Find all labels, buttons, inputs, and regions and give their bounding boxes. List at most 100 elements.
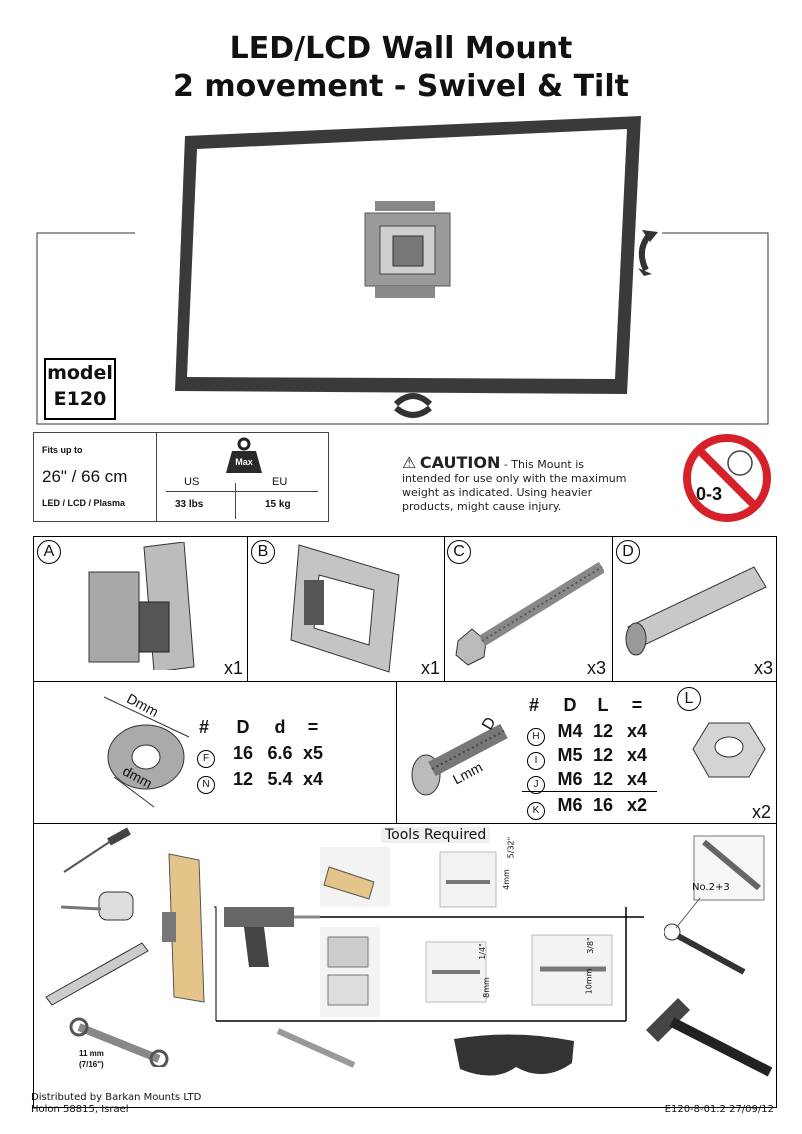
tilt-arrow-icon [638, 230, 658, 276]
title-line-1: LED/LCD Wall Mount [229, 31, 573, 66]
washer-hdr-d-inner: d [274, 717, 286, 737]
drill-bit-guide [214, 847, 644, 1022]
screw-hdr-qty: = [631, 695, 643, 715]
screw-table-rule [522, 791, 657, 792]
screwdriver-icon [664, 835, 765, 975]
nut-qty: x2 [752, 802, 772, 822]
spec-rule [166, 491, 318, 492]
safety-goggles-icon [454, 1034, 574, 1076]
part-qty-c: x3 [587, 658, 607, 678]
drill-wood-mm: 4mm [501, 869, 511, 890]
screw-hdr-d: D [563, 695, 577, 715]
drill-icon [224, 907, 320, 967]
title-line-2: 2 movement - Swivel & Tilt [173, 69, 629, 104]
washer-table: # D d = F 16 6.6 x5 N 12 5.4 x4 [192, 717, 332, 797]
part-qty-d: x3 [754, 658, 774, 678]
screen-types: LED / LCD / Plasma [42, 498, 126, 508]
washer-row-f-d-outer: 16 [232, 743, 254, 763]
swivel-arrow-icon [393, 393, 433, 418]
eu-label: EU [272, 476, 288, 488]
wrench-icon [69, 1017, 169, 1067]
washer-row-n-id: N [196, 771, 216, 794]
screw-row-j-d: M6 [557, 769, 583, 789]
washer-hdr-num: # [198, 717, 209, 737]
distributor-line-1: Distributed by Barkan Mounts LTD [31, 1092, 202, 1103]
mount-plate-illustration [364, 201, 451, 298]
part-letter-l: L [677, 687, 701, 711]
screw-row-k-qty: x2 [626, 795, 648, 815]
caution-text-4: products, might cause injury. [402, 500, 562, 513]
col-divider-hw [396, 681, 397, 823]
screw-row-k-id: K [526, 797, 546, 820]
screw-row-h-d: M4 [557, 721, 583, 741]
row-divider-2 [34, 823, 776, 824]
caution-text-1: - This Mount is [503, 458, 585, 471]
screw-row-h-qty: x4 [626, 721, 648, 741]
weight-max-label: Max [235, 457, 253, 467]
caution-text-3: weight as indicated. Using heavier [402, 486, 593, 499]
tv-illustration [175, 116, 641, 394]
part-letter-c: C [447, 540, 471, 564]
distributor-line-2: Holon 58815, Israel [31, 1104, 129, 1115]
parts-panel: A x1 B x1 C x3 D x3 Dmm dmm # D d = F [33, 536, 777, 1108]
model-label: model [47, 362, 113, 384]
screen-size: 26" / 66 cm [42, 467, 128, 486]
wrench-size-2: (7/16") [79, 1060, 104, 1069]
col-divider-b [444, 537, 445, 681]
washer-illustration [103, 696, 190, 808]
screw-row-i-l: 12 [592, 745, 614, 765]
wall-bracket-illustration [88, 542, 195, 670]
tv-plate-illustration [290, 544, 400, 673]
washer-row-n-d-outer: 12 [232, 769, 254, 789]
fits-up-to-label: Fits up to [42, 445, 83, 455]
drill-concrete-mm: 10mm [584, 968, 594, 995]
washer-row-f-id: F [196, 745, 216, 768]
lag-screw-illustration [455, 561, 604, 666]
warning-triangle-icon: ⚠ [402, 453, 417, 472]
weight-icon [226, 437, 262, 473]
washer-row-n-qty: x4 [302, 769, 324, 789]
screw-table: # D L = H M4 12 x4 I M5 12 x4 J M6 12 x4… [522, 695, 657, 820]
screw-row-k-l: 16 [592, 795, 614, 815]
us-label: US [184, 476, 200, 488]
washer-row-f-d-inner: 6.6 [267, 743, 293, 763]
drill-brick-size: 1/4" [477, 943, 487, 960]
washer-row-n-d-inner: 5.4 [267, 769, 293, 789]
spec-box: Fits up to 26" / 66 cm LED / LCD / Plasm… [33, 432, 329, 522]
spec-divider [156, 433, 157, 521]
part-letter-a: A [37, 540, 61, 564]
screw-row-j-qty: x4 [626, 769, 648, 789]
washer-row-f-qty: x5 [302, 743, 324, 763]
wood-stud-icon [162, 853, 205, 1003]
row-divider-1 [34, 681, 776, 682]
screwdriver-size: No.2+3 [692, 882, 730, 893]
screw-hdr-l: L [597, 695, 609, 715]
screw-row-k-d: M6 [557, 795, 583, 815]
drill-brick-mm: 8mm [481, 977, 491, 998]
col-divider-a [247, 537, 248, 681]
awl-icon [63, 827, 131, 873]
wall-anchor-illustration [625, 566, 767, 656]
tape-measure-icon [60, 891, 134, 921]
pencil-icon [276, 1028, 356, 1068]
frame-lines [36, 232, 769, 425]
screw-row-j-id: J [526, 771, 546, 794]
bolt-illustration [411, 723, 508, 796]
part-qty-b: x1 [421, 658, 441, 678]
eu-value: 15 kg [265, 499, 291, 510]
tools-required-title: Tools Required [381, 827, 491, 843]
col-divider-c [612, 537, 613, 681]
caution-notice: ⚠ CAUTION - This Mount is intended for u… [402, 453, 642, 514]
caution-text-2: intended for use only with the maximum [402, 472, 627, 485]
part-letter-d: D [616, 540, 640, 564]
caution-heading: CAUTION [419, 453, 501, 472]
age-warning-text: 0-3 [696, 484, 723, 504]
model-box: model E120 [44, 358, 116, 420]
screw-row-i-id: I [526, 747, 546, 770]
drill-concrete-size: 3/8" [585, 937, 595, 954]
part-qty-a: x1 [224, 658, 244, 678]
part-letter-b: B [251, 540, 275, 564]
drill-wood-size: 5/32" [506, 836, 516, 859]
screw-row-i-d: M5 [557, 745, 583, 765]
hammer-icon [646, 998, 772, 1077]
